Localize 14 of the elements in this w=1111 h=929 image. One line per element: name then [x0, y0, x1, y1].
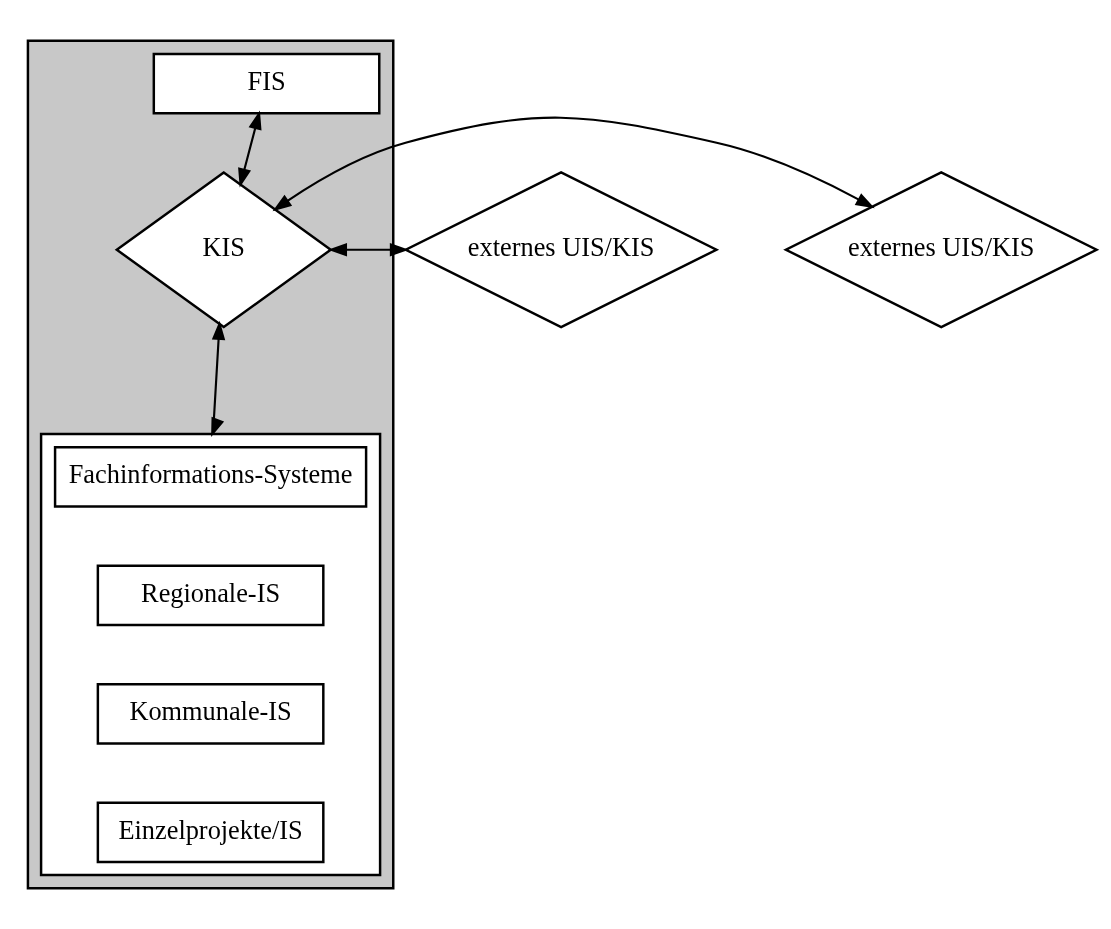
node-box: Fachinformations-Systeme [53, 446, 368, 508]
arrow [238, 110, 262, 188]
node-box: Regionale-IS [96, 564, 325, 627]
cluster [26, 39, 395, 890]
node-box: Einzelprojekte/IS [96, 801, 325, 864]
arrow [327, 243, 409, 257]
arrow [211, 320, 226, 438]
node-diamond: KIS [114, 170, 333, 329]
node-box: Kommunale-IS [96, 682, 325, 745]
node-box: FIS [152, 52, 381, 115]
node-diamond: externes UIS/KIS [403, 171, 720, 329]
arrow [272, 116, 875, 212]
cluster [39, 432, 382, 877]
node-diamond: externes UIS/KIS [783, 171, 1100, 329]
